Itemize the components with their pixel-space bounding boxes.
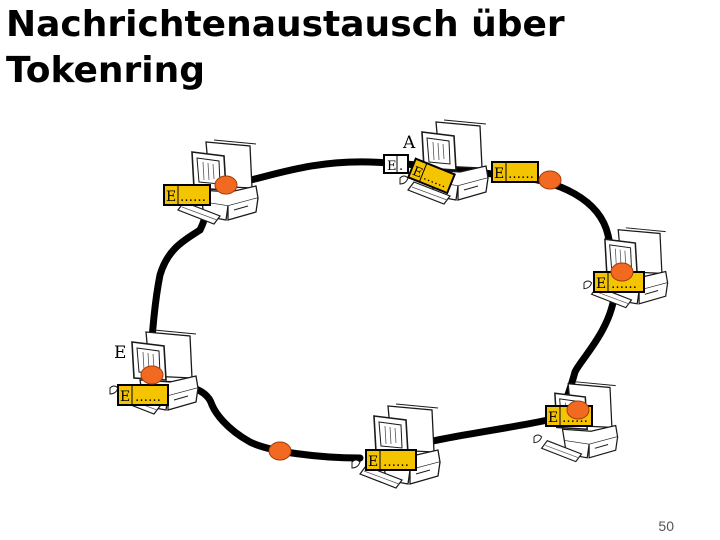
message-dest: E <box>548 410 558 426</box>
message-dest: E <box>494 166 504 182</box>
message-dest: E <box>387 159 397 174</box>
token-icon <box>141 366 163 384</box>
message-dest: E <box>166 189 176 205</box>
token-icon <box>215 176 237 194</box>
message-frame-sender: E . <box>384 155 408 174</box>
message-frame: E …… <box>492 162 538 182</box>
message-dots: …… <box>135 390 161 405</box>
station-label-receiver: E <box>114 343 126 363</box>
message-dots: …… <box>508 167 534 182</box>
message-frame: E …… <box>366 450 416 470</box>
message-frame: E …… <box>118 385 168 405</box>
message-dest: E <box>368 454 378 470</box>
message-dots: …… <box>383 455 409 470</box>
message-dest: E <box>596 276 606 292</box>
computer-icon <box>352 404 440 488</box>
token-icon <box>567 401 589 419</box>
message-frame: E …… <box>164 185 210 205</box>
message-dots: …… <box>180 190 206 205</box>
token-icon <box>539 171 561 189</box>
token-icon <box>611 263 633 281</box>
message-dest: E <box>120 389 130 405</box>
station-label-sender: A <box>402 133 416 153</box>
computer-icon <box>170 140 258 224</box>
page-number: 50 <box>658 518 674 534</box>
token-icon <box>269 442 291 460</box>
message-dots: . <box>399 159 403 174</box>
